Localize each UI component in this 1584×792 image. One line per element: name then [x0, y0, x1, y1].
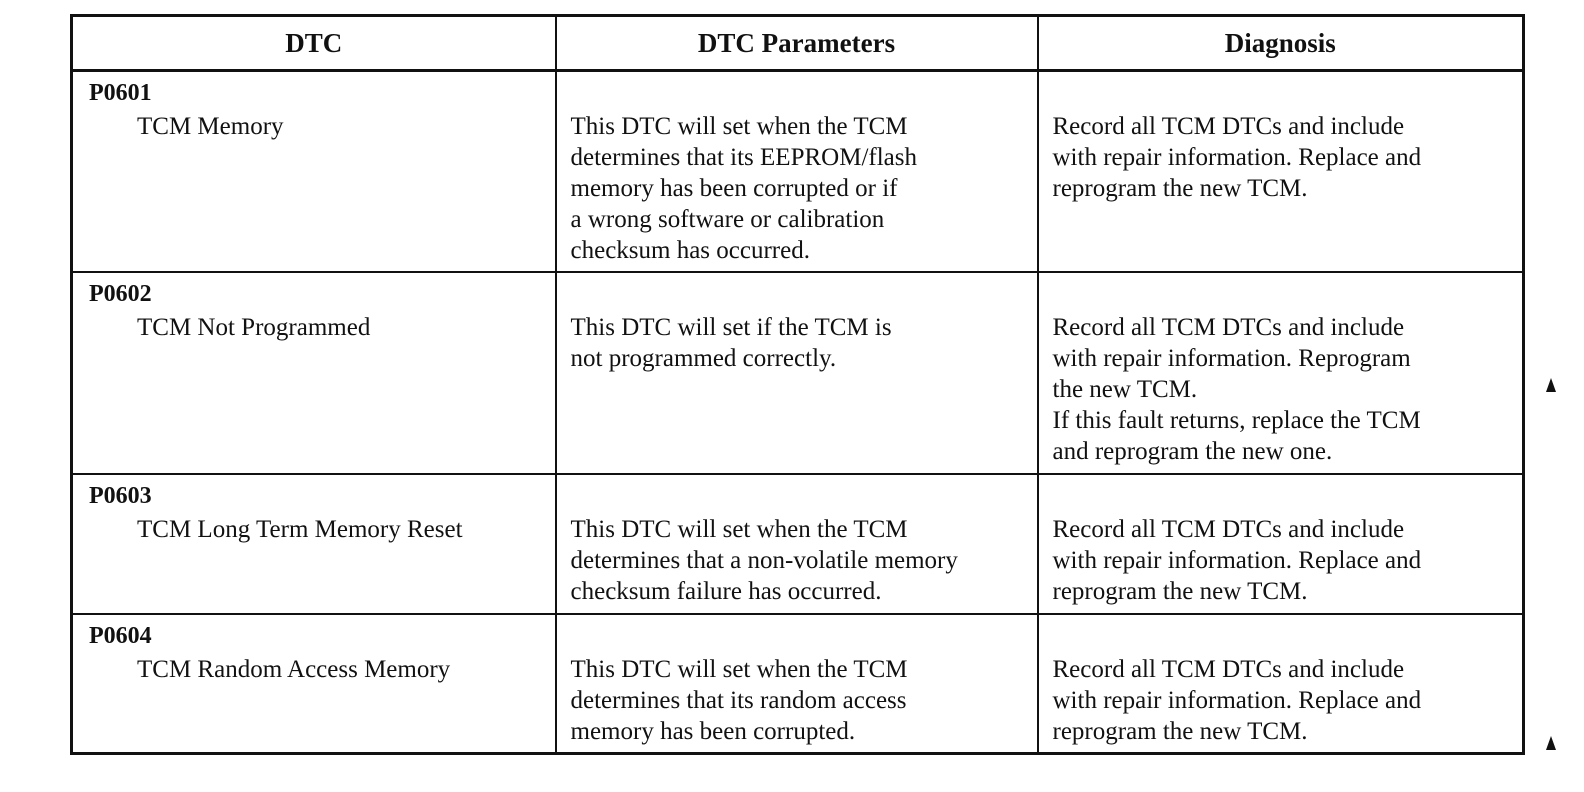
parameters-line: This DTC will set when the TCM	[570, 515, 908, 543]
dtc-cell: P0601 TCM Memory	[70, 69, 557, 273]
parameters-cell: This DTC will set if the TCM is not prog…	[554, 270, 1039, 475]
parameters-line: determines that its random access	[570, 686, 907, 714]
header-diagnosis: Diagnosis	[1036, 14, 1525, 72]
header-dtc: DTC	[70, 14, 557, 72]
dtc-code: P0601	[89, 80, 152, 106]
diagnosis-cell: Record all TCM DTCs and include with rep…	[1036, 472, 1525, 615]
scan-edge-mark	[1546, 378, 1556, 392]
diagnosis-cell: Record all TCM DTCs and include with rep…	[1036, 612, 1525, 755]
diagnosis-line: Record all TCM DTCs and include	[1052, 113, 1405, 140]
dtc-name: TCM Random Access Memory	[137, 655, 451, 683]
parameters-line: a wrong software or calibration	[570, 206, 885, 233]
diagnosis-line: with repair information. Replace and	[1052, 686, 1422, 714]
dtc-cell: P0603 TCM Long Term Memory Reset	[70, 472, 557, 615]
parameters-line: not programmed correctly.	[570, 344, 837, 372]
parameters-line: This DTC will set when the TCM	[570, 655, 908, 683]
table-row: P0603 TCM Long Term Memory Reset This DT…	[70, 472, 1525, 615]
diagnosis-line: with repair information. Replace and	[1052, 546, 1422, 574]
parameters-line: determines that its EEPROM/flash	[570, 144, 917, 171]
scan-edge-mark	[1546, 736, 1556, 750]
dtc-code: P0604	[89, 622, 152, 649]
parameters-line: This DTC will set if the TCM is	[570, 313, 892, 341]
dtc-table: DTC DTC Parameters Diagnosis P0601 TCM M…	[70, 14, 1525, 755]
parameters-cell: This DTC will set when the TCM determine…	[554, 69, 1039, 273]
parameters-line: memory has been corrupted or if	[570, 175, 898, 202]
diagnosis-line: and reprogram the new one.	[1052, 437, 1333, 465]
diagnosis-line: reprogram the new TCM.	[1052, 577, 1308, 605]
diagnosis-line: reprogram the new TCM.	[1052, 717, 1308, 745]
dtc-name: TCM Memory	[137, 113, 284, 140]
header-dtc-parameters: DTC Parameters	[554, 14, 1039, 72]
dtc-name: TCM Not Programmed	[137, 313, 371, 341]
dtc-name: TCM Long Term Memory Reset	[137, 515, 463, 543]
dtc-cell: P0604 TCM Random Access Memory	[70, 612, 557, 755]
dtc-code: P0602	[89, 280, 152, 307]
diagnosis-line: If this fault returns, replace the TCM	[1052, 406, 1421, 434]
parameters-line: checksum failure has occurred.	[570, 577, 882, 605]
diagnosis-line: Record all TCM DTCs and include	[1052, 515, 1405, 543]
table-row: P0601 TCM Memory This DTC will set when …	[70, 69, 1525, 273]
parameters-cell: This DTC will set when the TCM determine…	[554, 612, 1039, 755]
parameters-line: This DTC will set when the TCM	[570, 113, 908, 140]
diagnosis-cell: Record all TCM DTCs and include with rep…	[1036, 69, 1525, 273]
parameters-line: checksum has occurred.	[570, 237, 810, 264]
header-row: DTC DTC Parameters Diagnosis	[70, 14, 1525, 72]
diagnosis-line: with repair information. Replace and	[1052, 144, 1422, 171]
table-row: P0604 TCM Random Access Memory This DTC …	[70, 612, 1525, 755]
parameters-cell: This DTC will set when the TCM determine…	[554, 472, 1039, 615]
diagnosis-line: reprogram the new TCM.	[1052, 175, 1308, 202]
diagnosis-line: Record all TCM DTCs and include	[1052, 313, 1405, 341]
parameters-line: determines that a non-volatile memory	[570, 546, 958, 574]
diagnosis-cell: Record all TCM DTCs and include with rep…	[1036, 270, 1525, 475]
diagnosis-line: the new TCM.	[1052, 375, 1198, 403]
table-row: P0602 TCM Not Programmed This DTC will s…	[70, 270, 1525, 475]
parameters-line: memory has been corrupted.	[570, 717, 856, 745]
diagnosis-line: Record all TCM DTCs and include	[1052, 655, 1405, 683]
diagnosis-line: with repair information. Reprogram	[1052, 344, 1411, 372]
dtc-cell: P0602 TCM Not Programmed	[70, 270, 557, 475]
dtc-code: P0603	[89, 482, 152, 509]
